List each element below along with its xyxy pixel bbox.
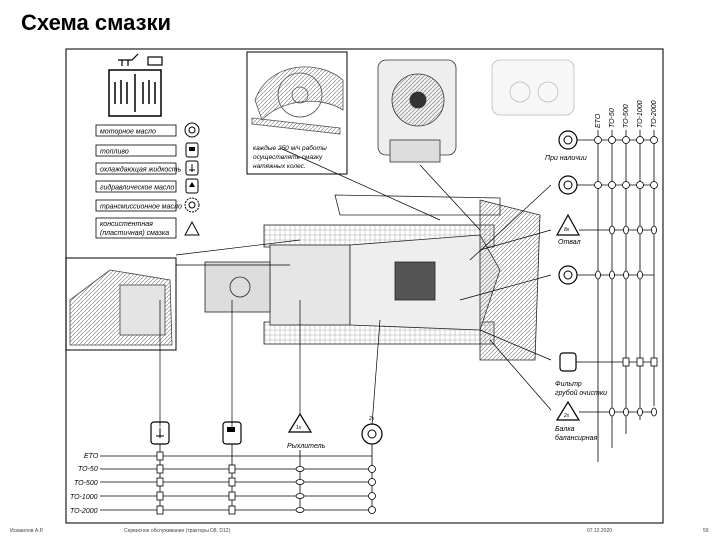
fuel-icon: [185, 142, 199, 158]
leader-lines: [159, 147, 552, 427]
manual-book-icon: [108, 69, 162, 117]
dump-grease-icon: [555, 213, 581, 236]
callout-filter-2: грубой очистки: [555, 389, 607, 397]
engine-oil-point-icon: [558, 130, 578, 150]
dump-qty: 8x: [564, 227, 570, 233]
legend-label-hydraulic: гидравлическое масло: [100, 184, 174, 192]
callout-beam-2: балансирная: [555, 434, 597, 442]
transmission-point-icon: [558, 175, 578, 195]
tractor-topview-illustration: [204, 194, 541, 361]
hydraulic-oil-icon: [185, 178, 199, 194]
transmission-oil-icon: [184, 197, 200, 213]
period-right-to500: TO-500: [623, 104, 630, 128]
bottom-transmission-point-icon: [361, 423, 383, 445]
legend-label-grease-2: (пластичная) смазка: [100, 230, 169, 237]
legend: моторное масло топливо охлаждающая жидко…: [95, 122, 200, 239]
idler-note: каждые 250 м/ч работы осуществлять смазк…: [253, 144, 327, 170]
engine-ghost-illustration: [491, 59, 575, 116]
idler-note-frame: [246, 51, 348, 175]
bottom-period-grid: [100, 444, 373, 511]
legend-label-coolant: охлаждающая жидкость: [100, 166, 182, 174]
ripper-grease-icon: [287, 412, 313, 433]
bottom-period-labels: ETO TO-50 TO-500 TO-1000 TO-2000: [70, 453, 99, 515]
ripper-illustration: [69, 269, 173, 346]
ripper-qty: 1x: [296, 425, 302, 431]
legend-label-fuel: топливо: [100, 149, 129, 156]
period-bottom-to2000: TO-2000: [70, 508, 98, 515]
footer-page: 59: [703, 528, 709, 534]
right-period-markers: [594, 136, 658, 417]
idler-wheel-illustration: [251, 66, 344, 135]
engine-illustration: [377, 59, 457, 163]
legend-label-transmission: трансмиссионное масло: [100, 204, 182, 211]
legend-label-engine-oil: моторное масло: [100, 129, 156, 136]
footer-author: Исмаилов А.Р.: [10, 528, 44, 534]
period-bottom-eto: ETO: [84, 453, 99, 460]
period-bottom-to50: TO-50: [78, 466, 98, 473]
callout-beam-1: Балка: [555, 426, 575, 433]
callout-filter-1: Фильтр: [555, 381, 582, 388]
period-right-to50: TO-50: [609, 108, 616, 128]
period-right-to2000: TO-2000: [651, 100, 658, 128]
period-right-to1000: TO-1000: [637, 100, 644, 128]
hydraulic-point-icon: [558, 265, 578, 285]
bottom-callouts: 1x Рыхлитель 2x: [150, 412, 383, 450]
oil-can-icon: [118, 53, 163, 66]
note-line-3: натяжных колес.: [253, 163, 306, 170]
filter-point-icon: [559, 352, 577, 372]
period-bottom-to500: TO-500: [74, 480, 98, 487]
period-bottom-to1000: TO-1000: [70, 494, 98, 501]
note-line-2: осуществлять смазку: [253, 154, 323, 161]
right-callouts: При наличии 8x Отвал Фильтр грубой очист…: [545, 130, 607, 442]
beam-grease-icon: [555, 400, 581, 421]
note-line-1: каждые 250 м/ч работы: [253, 144, 327, 152]
callout-if-available: При наличии: [545, 155, 587, 162]
beam-qty: 2x: [563, 413, 570, 419]
bottom-qty: 2x: [368, 416, 375, 422]
right-period-labels: ETO TO-50 TO-500 TO-1000 TO-2000: [595, 100, 658, 128]
grease-icon: [184, 220, 200, 236]
coolant-icon: [185, 160, 199, 176]
ripper-frame: [65, 257, 177, 351]
legend-label-grease-1: консистентная: [100, 221, 153, 228]
callout-dump: Отвал: [558, 239, 581, 246]
footer-date: 07.12.2020: [587, 528, 613, 534]
engine-oil-icon: [184, 122, 200, 138]
footer-subject: Сервисное обслуживание (тракторы D8, D12…: [124, 528, 231, 534]
callout-ripper: Рыхлитель: [287, 443, 326, 450]
period-right-eto: ETO: [595, 113, 602, 128]
page-title: Схема смазки: [21, 10, 172, 35]
bottom-period-markers: [156, 451, 376, 515]
